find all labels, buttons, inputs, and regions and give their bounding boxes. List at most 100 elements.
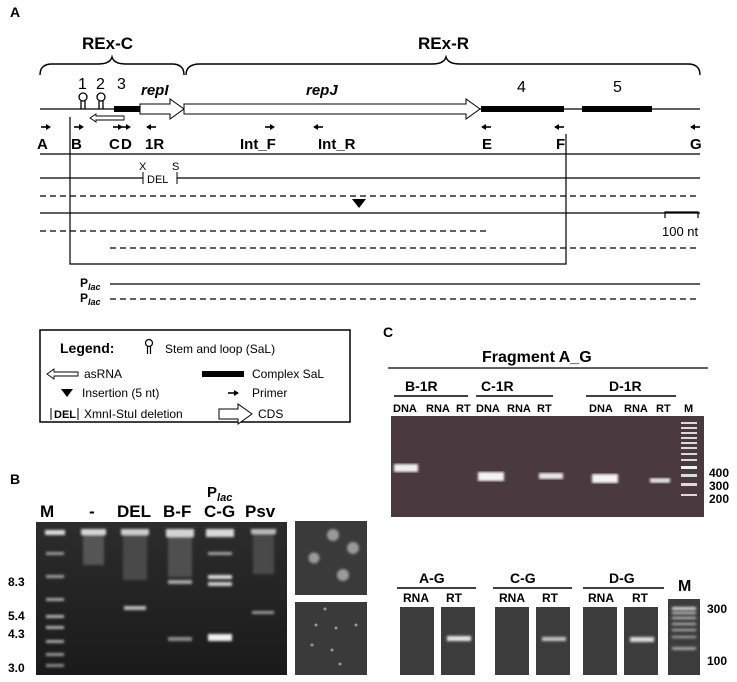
asrna-arrow — [89, 113, 125, 123]
panel-b-lane-labels: M - DEL B-F C-G Psv — [40, 502, 276, 521]
legend-deletion-text: XmnI-StuI deletion — [84, 407, 183, 421]
panel-a-label: A — [10, 4, 20, 20]
gel-c-top-group-c-1r: C-1R — [481, 378, 514, 394]
gel-b-marker-labels: 8.3 5.4 4.3 3.0 — [8, 575, 25, 675]
gel-c-top-sublane-labels: DNA RNA RT DNA RNA RT DNA RNA RT M — [393, 403, 693, 415]
legend-insertion-text: Insertion (5 nt) — [82, 386, 159, 400]
insertion-marker-icon — [352, 199, 366, 208]
panel-c-title: Fragment A_G — [482, 349, 592, 366]
primer-label-g: G — [690, 136, 702, 153]
gel-c-bottom-sub-6: RT — [632, 591, 649, 605]
gel-c-top-marker-400: 400 — [709, 466, 729, 480]
gel-c-top-sub-6: RT — [537, 403, 552, 415]
b-f-region-box — [69, 117, 567, 265]
region-rexc-label: REx-C — [82, 34, 133, 53]
plac-label-1: Plac — [80, 276, 101, 292]
rexr-bracket — [185, 54, 701, 76]
gel-b-marker-3-0: 3.0 — [8, 661, 25, 675]
repj-gene-label: repJ — [306, 82, 338, 99]
sal-number-3: 3 — [117, 76, 126, 93]
colony-spots-small — [310, 607, 358, 666]
primer-label-int-f: Int_F — [240, 136, 276, 153]
gel-b-lane-c-g: C-G — [204, 502, 235, 521]
legend-primer-icon — [228, 390, 239, 396]
gel-c-bottom-lanes — [400, 599, 700, 675]
gel-b-lane-minus: - — [89, 502, 95, 521]
gel-c-top-sub-3: RT — [456, 403, 471, 415]
gel-c-top-marker-200: 200 — [709, 492, 729, 506]
legend-cds-text: CDS — [258, 407, 283, 421]
gel-c-bottom-sub-3: RNA — [499, 591, 525, 605]
gel-c-bottom-group-c-g: C-G — [510, 570, 536, 586]
gel-c-top-sub-7: DNA — [589, 403, 613, 415]
gel-b-lane-b-f: B-F — [163, 502, 191, 521]
primer-label-b: B — [71, 136, 82, 153]
repi-cds-arrow — [139, 98, 185, 120]
primer-label-f: F — [556, 136, 565, 153]
panel-c-label: C — [383, 324, 393, 340]
gel-b-lane-del: DEL — [117, 502, 151, 521]
sal-number-2: 2 — [96, 76, 105, 93]
gel-c-top-sub-2: RNA — [426, 403, 450, 415]
gel-c-bottom-sub-2: RT — [446, 591, 463, 605]
gel-c-bottom-sub-1: RNA — [403, 591, 429, 605]
primer-label-1r: 1R — [145, 136, 164, 153]
scale-bar-label: 100 nt — [662, 224, 699, 239]
gel-c-top-group-d-1r: D-1R — [609, 378, 642, 394]
stem-loop-2-icon — [96, 92, 106, 109]
legend-stem-loop-icon — [144, 338, 154, 354]
gel-b-bands — [45, 529, 276, 667]
rexc-bracket — [39, 54, 185, 76]
legend-box — [39, 329, 351, 423]
gel-b-lane-psv: Psv — [245, 502, 276, 521]
gel-b-lane-m: M — [40, 502, 54, 521]
gel-c-bottom-marker-100: 100 — [707, 654, 727, 668]
legend-cds-icon — [218, 403, 253, 425]
repi-gene-label: repI — [141, 82, 169, 99]
legend-primer-text: Primer — [252, 386, 287, 400]
legend-title: Legend: — [60, 340, 114, 356]
gel-b-plac-label: Plac — [207, 484, 232, 504]
gel-c-bottom-group-a-g: A-G — [419, 570, 445, 586]
primer-label-e: E — [482, 136, 492, 153]
complex-sal-4 — [481, 106, 564, 112]
gel-c-bottom-group-labels: A-G C-G D-G — [419, 570, 635, 586]
plac-label-2: Plac — [80, 291, 101, 307]
gel-c-top — [391, 416, 704, 517]
primer-label-a: A — [37, 136, 48, 153]
primer-label-int-r: Int_R — [318, 136, 356, 153]
gel-c-bottom-marker-labels: 300 100 — [707, 602, 727, 668]
gel-c-top-bands — [394, 422, 697, 496]
gel-c-top-group-labels: B-1R C-1R D-1R — [405, 378, 642, 394]
colony-spots-large — [308, 529, 359, 581]
repj-cds-arrow — [183, 98, 481, 120]
gel-c-bottom-group-d-g: D-G — [609, 570, 635, 586]
gel-c-top-sub-1: DNA — [393, 403, 417, 415]
gel-c-top-group-b-1r: B-1R — [405, 378, 438, 394]
colony-plate-small — [295, 602, 367, 675]
gel-b-marker-8-3: 8.3 — [8, 575, 25, 589]
gel-c-top-sub-8: RNA — [624, 403, 648, 415]
complex-sal-3 — [114, 106, 140, 112]
scale-bar — [664, 211, 699, 218]
legend-insertion-icon — [61, 389, 73, 397]
primer-arrows — [41, 124, 700, 130]
gel-c-bottom-sub-4: RT — [542, 591, 559, 605]
gel-c-top-sub-9: RT — [656, 403, 671, 415]
gel-b-marker-5-4: 5.4 — [8, 609, 25, 623]
gel-c-top-sub-5: RNA — [507, 403, 531, 415]
gel-c-bottom-sublane-labels: RNA RT RNA RT RNA RT — [403, 591, 649, 605]
gel-c-bottom-m-label: M — [678, 578, 691, 595]
gel-c-top-marker-300: 300 — [709, 479, 729, 493]
gel-c-bottom-sub-5: RNA — [588, 591, 614, 605]
sal-number-5: 5 — [613, 79, 622, 96]
complex-sal-5 — [582, 106, 652, 112]
primer-label-d: D — [121, 136, 132, 153]
sal-number-1: 1 — [78, 76, 87, 93]
legend-complex-sal-icon — [202, 371, 244, 377]
legend-complex-sal-text: Complex SaL — [252, 367, 324, 381]
stui-site-label: S — [172, 161, 179, 173]
legend-asrna-icon — [46, 368, 79, 380]
panel-b-label: B — [10, 471, 20, 487]
